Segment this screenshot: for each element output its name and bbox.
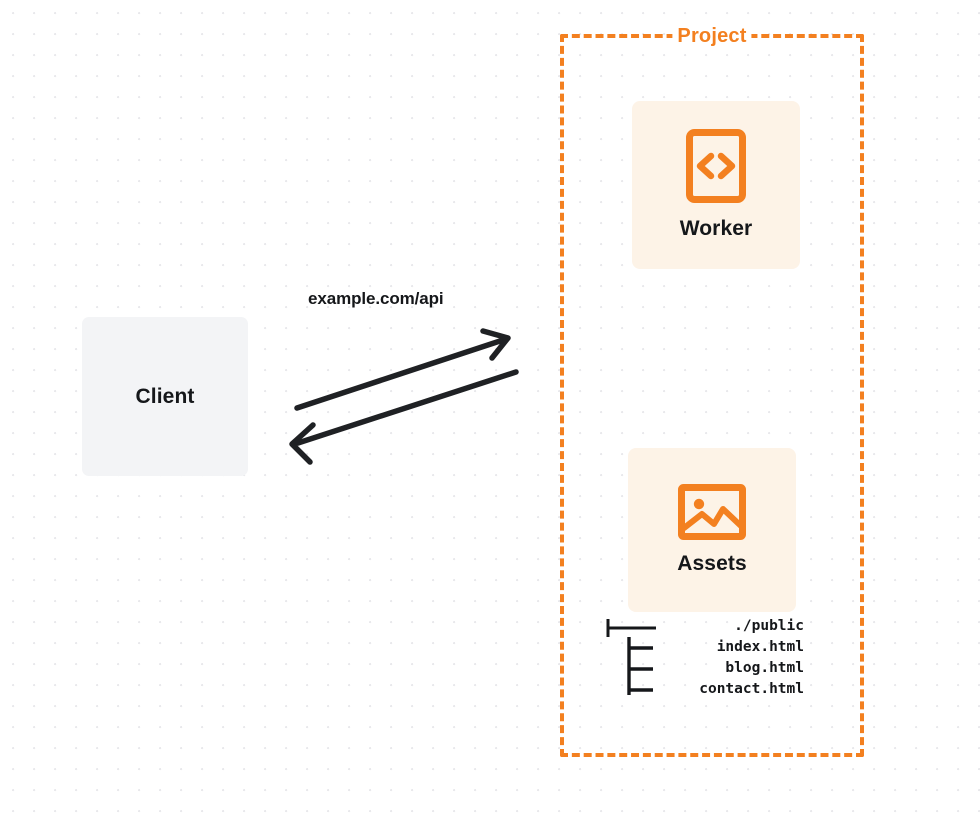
connection-label: example.com/api xyxy=(308,289,444,308)
assets-card[interactable]: Assets xyxy=(628,448,796,612)
worker-card-label: Worker xyxy=(679,217,753,240)
assets-card-label: Assets xyxy=(677,552,747,575)
request-arrow xyxy=(294,328,511,411)
client-node-label: Client xyxy=(135,384,195,408)
file-tree-item: contact.html xyxy=(699,681,804,697)
project-group: Project xyxy=(560,25,864,757)
worker-card[interactable]: Worker xyxy=(632,101,800,269)
file-tree-item: index.html xyxy=(716,639,804,655)
code-brackets-icon xyxy=(686,129,746,203)
project-group-title: Project xyxy=(672,25,752,48)
file-tree: ./public index.html blog.html contact.ht… xyxy=(604,616,804,700)
response-arrow xyxy=(289,369,519,465)
client-node[interactable]: Client xyxy=(82,317,248,476)
file-tree-item: blog.html xyxy=(725,660,804,676)
file-tree-root: ./public xyxy=(734,618,804,634)
image-picture-icon xyxy=(678,484,746,540)
